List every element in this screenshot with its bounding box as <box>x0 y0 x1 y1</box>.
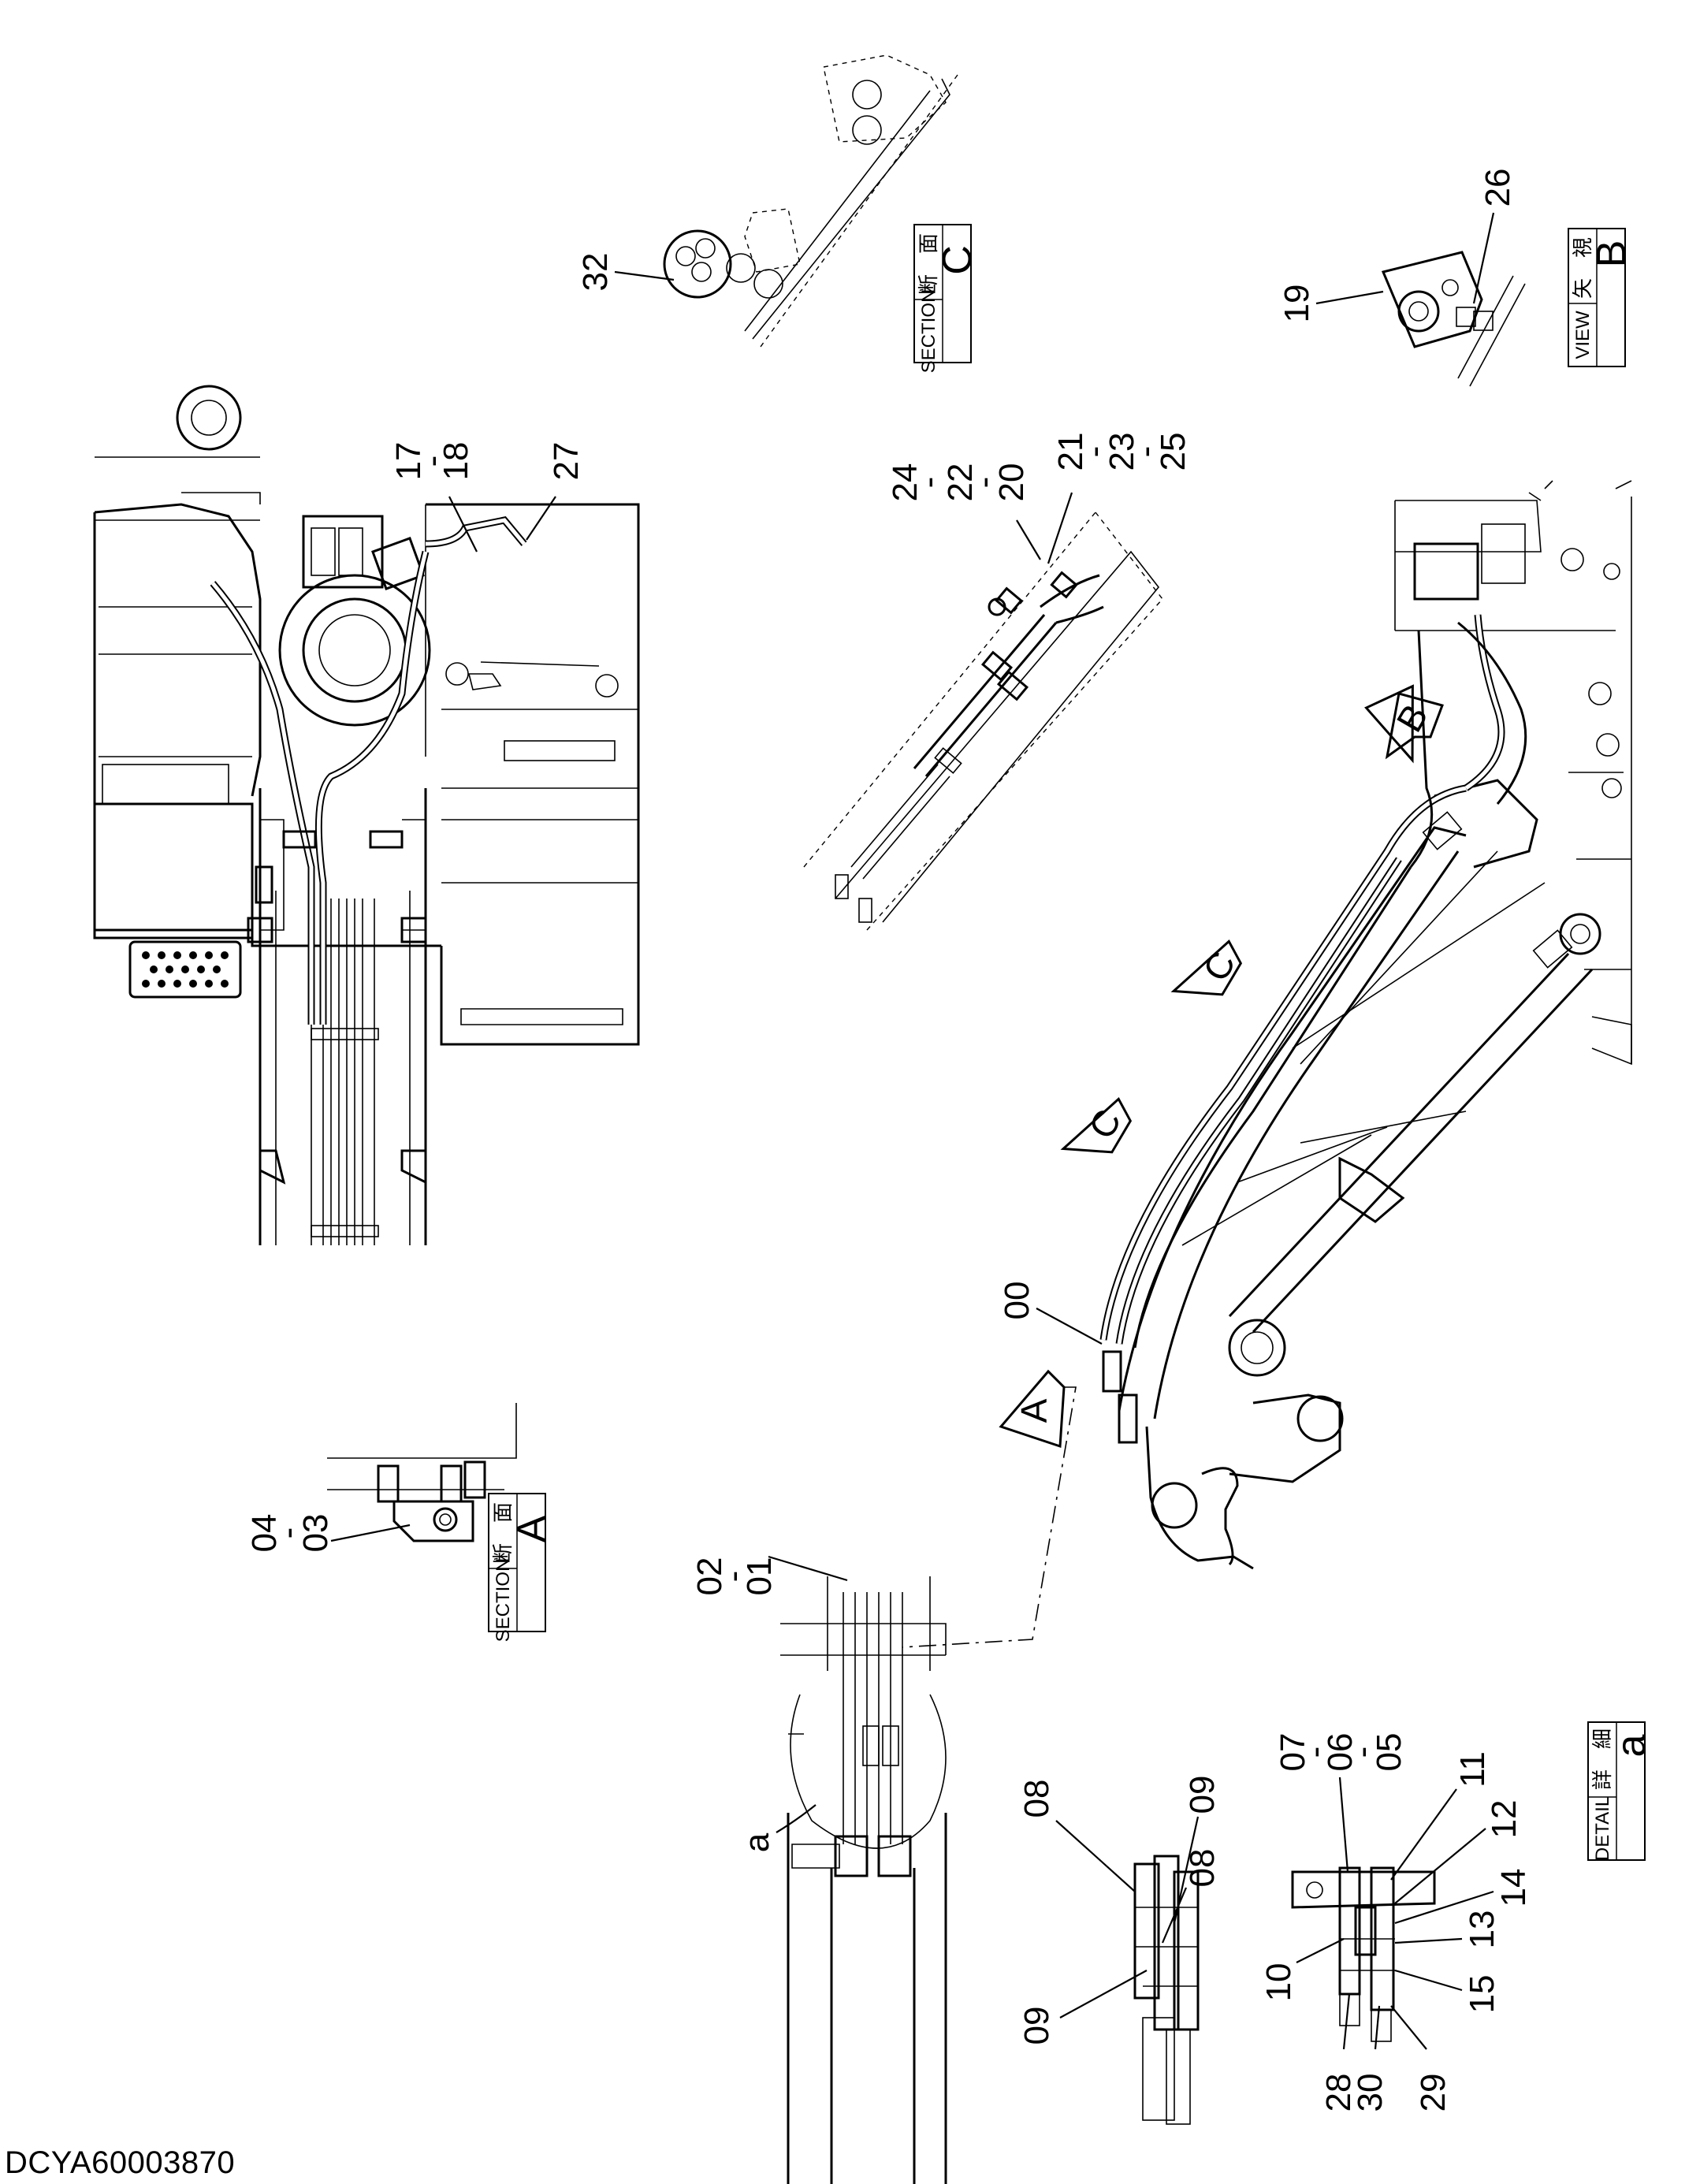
callout-group-19-26: 19 26 <box>1278 169 1517 323</box>
callout-dash: - <box>413 456 452 467</box>
callout-05: 05 <box>1370 1733 1408 1772</box>
callout-02: 02 <box>690 1557 729 1596</box>
view-arrow-c-upper: C <box>1170 939 1244 996</box>
section-c-view <box>663 54 958 348</box>
section-c-letter: C <box>935 245 980 275</box>
callout-09-lower: 09 <box>1017 2007 1056 2045</box>
section-c-jp: 断 面 <box>917 233 941 295</box>
boom-foot-view <box>780 1386 1077 2184</box>
step-pad-pattern <box>142 951 229 988</box>
detail-a-label: a DETAIL 詳 細 <box>1587 1721 1654 1861</box>
view-b-letter: B <box>1589 240 1635 268</box>
callout-29: 29 <box>1414 2074 1453 2112</box>
view-arrow-a: A <box>999 1369 1066 1449</box>
section-a-jp: 断 面 <box>492 1502 515 1564</box>
callout-14: 14 <box>1494 1869 1533 1907</box>
callout-dash: - <box>269 1527 307 1539</box>
callout-13: 13 <box>1463 1911 1501 1949</box>
callout-dash: - <box>1126 446 1165 458</box>
callout-25: 25 <box>1154 433 1192 471</box>
callout-group-08-09: 08 09 08 09 <box>1017 1776 1222 2045</box>
callout-group-17-18-27: 17 - 18 27 <box>389 442 586 553</box>
section-c-en: SECTION <box>918 289 939 374</box>
callout-03: 03 <box>296 1514 335 1553</box>
callout-00: 00 <box>998 1282 1036 1320</box>
callout-28: 28 <box>1319 2074 1358 2112</box>
callout-26: 26 <box>1479 169 1517 207</box>
callout-08-upper: 08 <box>1017 1780 1056 1818</box>
callout-24: 24 <box>886 463 924 502</box>
callout-group-11-15: 11 12 14 13 15 <box>1390 1751 1533 2014</box>
callout-30: 30 <box>1351 2074 1389 2112</box>
section-c-label: C SECTION 断 面 <box>913 224 980 374</box>
drawing-code: DCYA60003870 <box>5 2145 236 2180</box>
callout-01: 01 <box>740 1557 779 1596</box>
callout-04: 04 <box>245 1514 284 1553</box>
coupler-detail-right <box>1291 1866 1436 2042</box>
arm-top-view <box>803 512 1163 931</box>
hose-bundle-section <box>663 229 732 299</box>
callout-dash: - <box>714 1571 753 1583</box>
callout-group-01-02-a: 02 - 01 a <box>690 1555 848 1852</box>
callout-dash: - <box>910 477 948 489</box>
callout-10: 10 <box>1259 1963 1298 2002</box>
view-arrow-b: B <box>1364 684 1444 764</box>
view-arrow-c-lower: C <box>1060 1096 1133 1154</box>
view-b-view <box>1381 251 1526 387</box>
section-a-letter: A <box>509 1515 555 1542</box>
callout-a: a <box>738 1832 776 1852</box>
coupler-detail-left <box>1133 1855 1200 2125</box>
section-a-view <box>327 1403 517 1542</box>
view-b-label: B VIEW 矢 視 <box>1568 228 1635 367</box>
callout-07: 07 <box>1274 1733 1312 1772</box>
callout-11: 11 <box>1453 1751 1492 1788</box>
view-b-jp: 矢 視 <box>1572 237 1595 299</box>
callout-group-20-25: 24 - 22 - 20 21 - 23 - 25 <box>886 433 1192 564</box>
callout-20: 20 <box>992 463 1031 502</box>
callout-19: 19 <box>1278 285 1316 323</box>
callout-17: 17 <box>389 442 428 481</box>
callout-23: 23 <box>1103 433 1141 471</box>
callout-06: 06 <box>1321 1733 1360 1772</box>
callout-27: 27 <box>547 442 586 481</box>
callout-09-upper: 09 <box>1183 1776 1222 1814</box>
callout-group-00: 00 <box>998 1282 1103 1345</box>
callout-22: 22 <box>941 463 980 502</box>
detail-a-letter: a <box>1609 1734 1654 1757</box>
detail-a-jp: 詳 細 <box>1591 1728 1615 1790</box>
section-a-label: A SECTION 断 面 <box>488 1493 555 1643</box>
callout-12: 12 <box>1485 1800 1523 1839</box>
callout-dash: - <box>1296 1747 1334 1758</box>
callout-group-03-04: 04 - 03 <box>245 1514 411 1553</box>
view-arrow-c-lower-letter: C <box>1081 1103 1129 1146</box>
section-a-en: SECTION <box>493 1558 514 1643</box>
callout-18: 18 <box>437 442 475 481</box>
view-arrow-a-letter: A <box>1014 1398 1055 1423</box>
callout-dash: - <box>965 477 1003 489</box>
boom-side-view <box>1099 480 1632 1570</box>
view-arrow-c-upper-letter: C <box>1195 945 1244 988</box>
detail-a-en: DETAIL <box>1592 1796 1613 1861</box>
callout-32: 32 <box>576 253 615 292</box>
callout-15: 15 <box>1463 1975 1501 2014</box>
machine-top-view <box>93 385 640 1245</box>
callout-dash: - <box>1075 446 1114 458</box>
callout-group-32: 32 <box>576 253 675 292</box>
callout-group-10-28-30: 10 28 30 29 <box>1259 1938 1453 2112</box>
callout-21: 21 <box>1051 433 1090 471</box>
callout-dash: - <box>1343 1747 1382 1758</box>
callout-group-05-07: 07 - 06 - 05 <box>1274 1733 1408 1873</box>
view-b-en: VIEW <box>1572 311 1594 359</box>
